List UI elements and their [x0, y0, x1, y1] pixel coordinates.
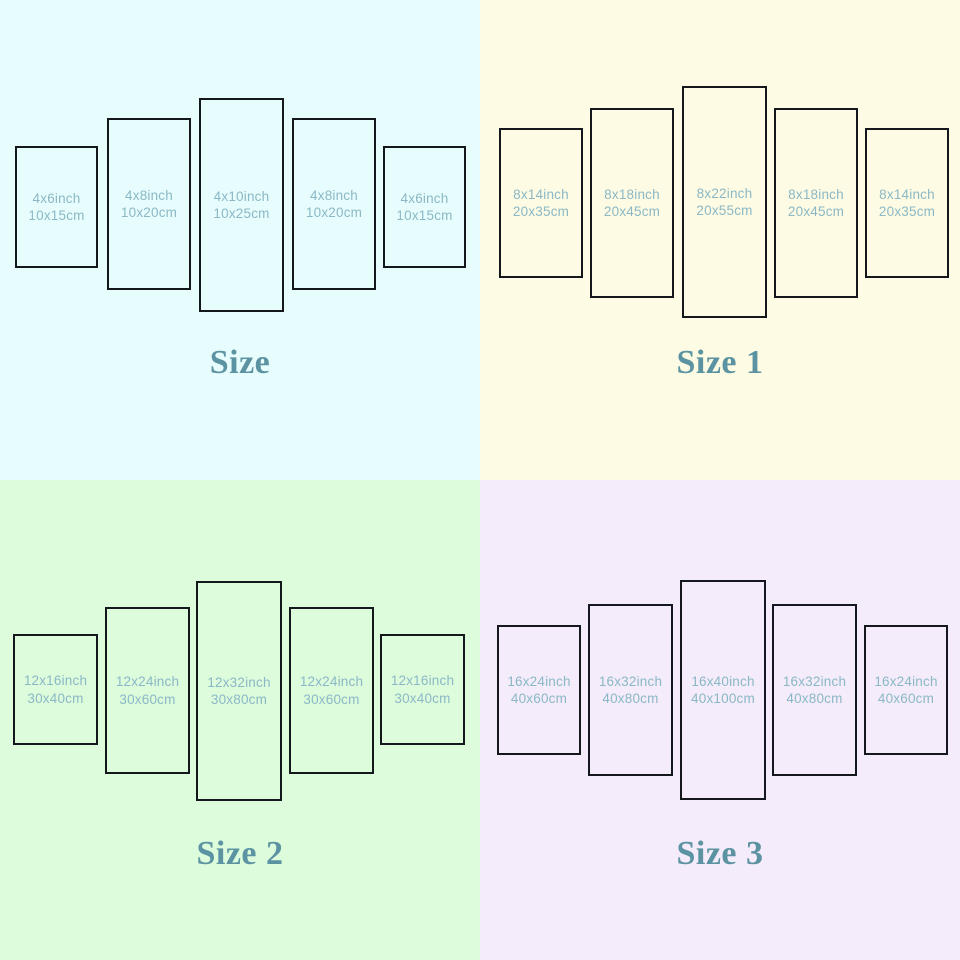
panel-size-cm: 30x40cm [27, 690, 84, 706]
quadrant-title: Size 3 [676, 835, 764, 872]
panel-group: 8x14inch 20x35cm 8x18inch 20x45cm 8x22inch 20… [480, 0, 960, 480]
panel-2[interactable]: 4x8inch 10x20cm [107, 118, 191, 290]
panel-size-inch: 16x32inch [598, 673, 663, 689]
panel-size-cm: 10x15cm [28, 208, 85, 223]
panel-size-inch: 8x22inch [696, 185, 753, 201]
panel-group: 4x6inch 10x15cm 4x8inch 10x20cm 4x10inch 10x2… [0, 0, 480, 480]
quadrant-title: Size 2 [196, 835, 284, 872]
panel-5[interactable]: 8x14inch 20x35cm [865, 128, 949, 278]
quadrant-size-1[interactable]: 8x14inch 20x35cm 8x18inch 20x45cm 8x22inch 20… [480, 0, 960, 480]
panel-size-inch: 4x10inch [213, 188, 270, 204]
panel-3[interactable]: 4x10inch 10x25cm [199, 98, 284, 312]
quadrant-size-3[interactable]: 16x24inch 40x60cm 16x32inch 40x80cm 16x40inc… [480, 480, 960, 960]
panel-size-cm: 20x35cm [512, 204, 570, 219]
panel-size-label: 8x18inch 20x45cm [788, 186, 844, 221]
panel-size-inch: 4x8inch [125, 187, 173, 203]
panel-size-inch: 12x32inch [207, 674, 271, 690]
panel-size-inch: 4x6inch [32, 190, 81, 206]
panel-size-inch: 12x16inch [23, 673, 88, 689]
panel-4[interactable]: 16x32inch 40x80cm [772, 604, 857, 776]
panel-size-cm: 10x20cm [120, 205, 178, 220]
panel-size-cm: 20x55cm [696, 203, 753, 218]
panel-size-inch: 4x6inch [400, 190, 449, 206]
panel-1[interactable]: 16x24inch 40x60cm [497, 625, 581, 755]
panel-size-inch: 12x16inch [390, 673, 455, 689]
panel-size-label: 16x32inch 40x80cm [599, 673, 662, 708]
panel-size-label: 8x18inch 20x45cm [604, 186, 660, 221]
panel-size-cm: 30x60cm [119, 691, 176, 707]
panel-size-label: 16x40inch 40x100cm [691, 673, 755, 708]
panel-5[interactable]: 16x24inch 40x60cm [864, 625, 948, 755]
panel-5[interactable]: 4x6inch 10x15cm [383, 146, 466, 268]
quadrant-title: Size [209, 344, 271, 381]
panel-size-cm: 10x20cm [305, 205, 363, 220]
panel-2[interactable]: 16x32inch 40x80cm [588, 604, 673, 776]
panel-3[interactable]: 8x22inch 20x55cm [682, 86, 767, 318]
panel-size-label: 8x14inch 20x35cm [513, 186, 569, 221]
panel-size-cm: 40x60cm [877, 691, 935, 706]
panel-size-cm: 40x80cm [786, 691, 843, 706]
panel-size-label: 16x24inch 40x60cm [874, 673, 937, 708]
quadrant-size[interactable]: 4x6inch 10x15cm 4x8inch 10x20cm 4x10inch 10x2… [0, 0, 480, 480]
panel-4[interactable]: 4x8inch 10x20cm [292, 118, 376, 290]
panel-size-cm: 10x15cm [396, 208, 453, 223]
panel-size-inch: 16x24inch [507, 673, 571, 689]
panel-1[interactable]: 8x14inch 20x35cm [499, 128, 583, 278]
panel-group: 16x24inch 40x60cm 16x32inch 40x80cm 16x40inc… [480, 480, 960, 960]
panel-1[interactable]: 4x6inch 10x15cm [15, 146, 98, 268]
panel-size-cm: 20x45cm [787, 204, 845, 219]
panel-size-label: 16x32inch 40x80cm [783, 673, 846, 708]
panel-size-label: 12x32inch 30x80cm [207, 674, 270, 709]
panel-size-label: 16x24inch 40x60cm [507, 673, 570, 708]
panel-size-inch: 8x18inch [604, 186, 660, 202]
panel-size-inch: 16x24inch [874, 673, 938, 689]
panel-size-cm: 20x35cm [878, 204, 936, 219]
panel-size-label: 8x22inch 20x55cm [696, 185, 752, 220]
quadrant-title: Size 1 [676, 344, 764, 381]
panel-size-label: 4x8inch 10x20cm [121, 187, 177, 222]
panel-size-label: 4x6inch 10x15cm [396, 190, 452, 225]
panel-size-cm: 40x100cm [691, 691, 755, 706]
panel-size-cm: 30x80cm [210, 692, 268, 707]
panel-4[interactable]: 8x18inch 20x45cm [774, 108, 858, 298]
panel-size-label: 8x14inch 20x35cm [879, 186, 935, 221]
panel-size-cm: 30x60cm [303, 691, 360, 707]
panel-size-label: 4x10inch 10x25cm [213, 188, 269, 223]
panel-size-inch: 12x24inch [299, 674, 364, 690]
panel-size-inch: 8x14inch [879, 186, 935, 202]
panel-size-cm: 40x80cm [602, 691, 659, 706]
panel-2[interactable]: 8x18inch 20x45cm [590, 108, 674, 298]
panel-size-inch: 4x8inch [310, 187, 358, 203]
panel-3[interactable]: 16x40inch 40x100cm [680, 580, 766, 800]
panel-size-cm: 30x40cm [394, 690, 451, 706]
panel-size-cm: 10x25cm [213, 206, 270, 221]
panel-size-cm: 40x60cm [510, 691, 568, 706]
panel-size-label: 4x6inch 10x15cm [28, 190, 84, 225]
panel-size-inch: 12x24inch [115, 674, 180, 690]
panel-size-inch: 16x40inch [691, 673, 755, 689]
panel-size-inch: 16x32inch [782, 673, 847, 689]
panel-size-inch: 8x14inch [513, 186, 569, 202]
panel-3[interactable]: 12x32inch 30x80cm [196, 581, 282, 801]
panel-size-inch: 8x18inch [788, 186, 844, 202]
panel-size-cm: 20x45cm [603, 204, 661, 219]
panel-size-label: 4x8inch 10x20cm [306, 187, 362, 222]
